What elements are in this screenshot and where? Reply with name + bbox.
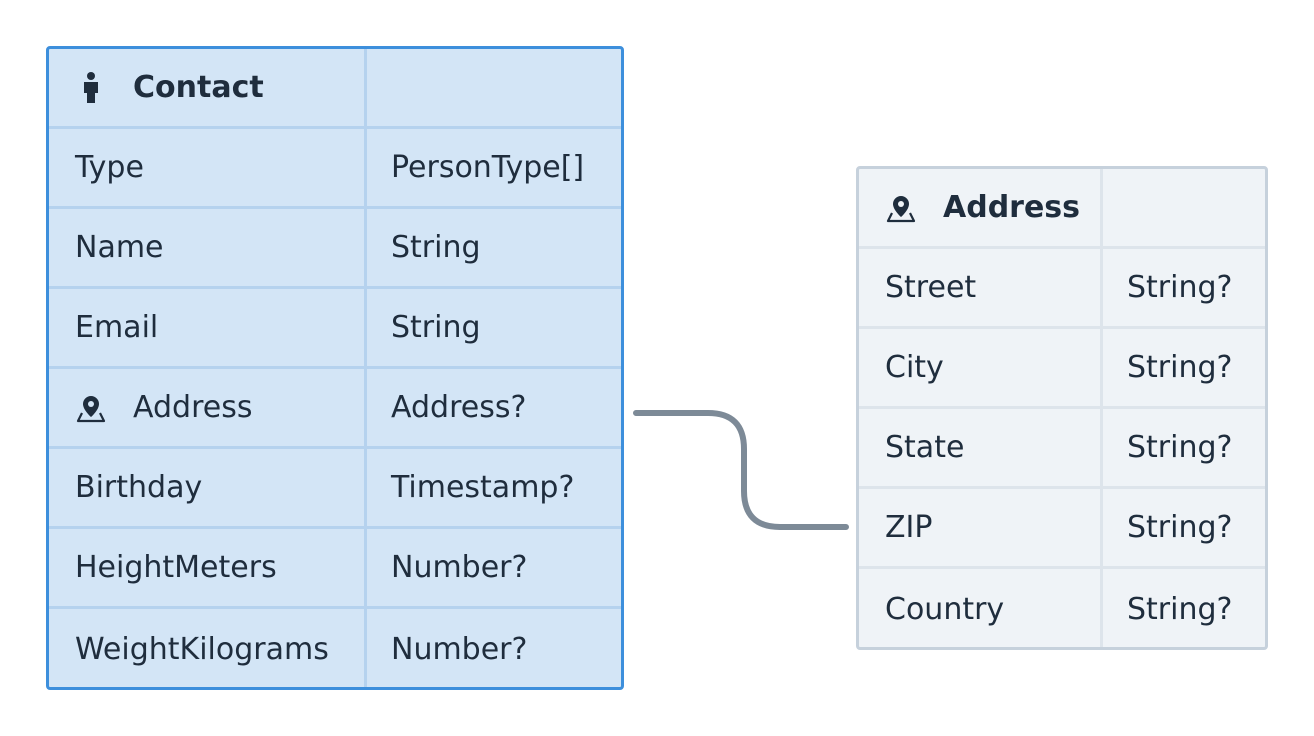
contact-entity-table[interactable]: Contact Type PersonType[] Name String Em…	[46, 46, 624, 690]
table-row[interactable]: Street String?	[859, 249, 1265, 329]
field-name: Birthday	[49, 449, 367, 526]
field-name: City	[859, 329, 1103, 406]
field-name-with-icon: Address	[49, 369, 367, 446]
contact-header-row[interactable]: Contact	[49, 49, 621, 129]
table-row[interactable]: State String?	[859, 409, 1265, 489]
field-type: String?	[1127, 270, 1233, 305]
address-entity-table[interactable]: Address Street String? City String? Stat…	[856, 166, 1268, 650]
field-name: HeightMeters	[49, 529, 367, 606]
table-row[interactable]: WeightKilograms Number?	[49, 609, 621, 687]
field-type: Timestamp?	[391, 470, 575, 505]
field-name: Email	[49, 289, 367, 366]
field-name-label: Address	[133, 390, 253, 425]
location-pin-icon	[75, 392, 107, 424]
field-type: String	[391, 230, 481, 265]
address-header-empty-cell	[1103, 169, 1265, 246]
table-row[interactable]: ZIP String?	[859, 489, 1265, 569]
table-row[interactable]: Country String?	[859, 569, 1265, 647]
table-row[interactable]: HeightMeters Number?	[49, 529, 621, 609]
person-icon	[75, 71, 107, 104]
address-header-row[interactable]: Address	[859, 169, 1265, 249]
field-type: String?	[1127, 430, 1233, 465]
field-type: Address?	[391, 390, 527, 425]
field-type: Number?	[391, 550, 528, 585]
field-name: Street	[859, 249, 1103, 326]
field-type: String?	[1127, 591, 1233, 627]
table-row[interactable]: Type PersonType[]	[49, 129, 621, 209]
field-name: State	[859, 409, 1103, 486]
field-type: String	[391, 310, 481, 345]
contact-title-cell: Contact	[49, 49, 367, 126]
field-name: Name	[49, 209, 367, 286]
field-name: ZIP	[859, 489, 1103, 566]
table-row[interactable]: City String?	[859, 329, 1265, 409]
field-name: WeightKilograms	[49, 609, 367, 687]
field-name: Type	[49, 129, 367, 206]
field-name: Country	[859, 569, 1103, 647]
table-row[interactable]: Email String	[49, 289, 621, 369]
field-type: Number?	[391, 631, 528, 667]
field-type: String?	[1127, 510, 1233, 545]
table-row[interactable]: Address Address?	[49, 369, 621, 449]
table-row[interactable]: Name String	[49, 209, 621, 289]
contact-title: Contact	[133, 70, 264, 105]
field-type: PersonType[]	[391, 150, 585, 185]
address-title-cell: Address	[859, 169, 1103, 246]
field-type: String?	[1127, 350, 1233, 385]
table-row[interactable]: Birthday Timestamp?	[49, 449, 621, 529]
address-title: Address	[943, 190, 1081, 225]
location-pin-icon	[885, 192, 917, 224]
